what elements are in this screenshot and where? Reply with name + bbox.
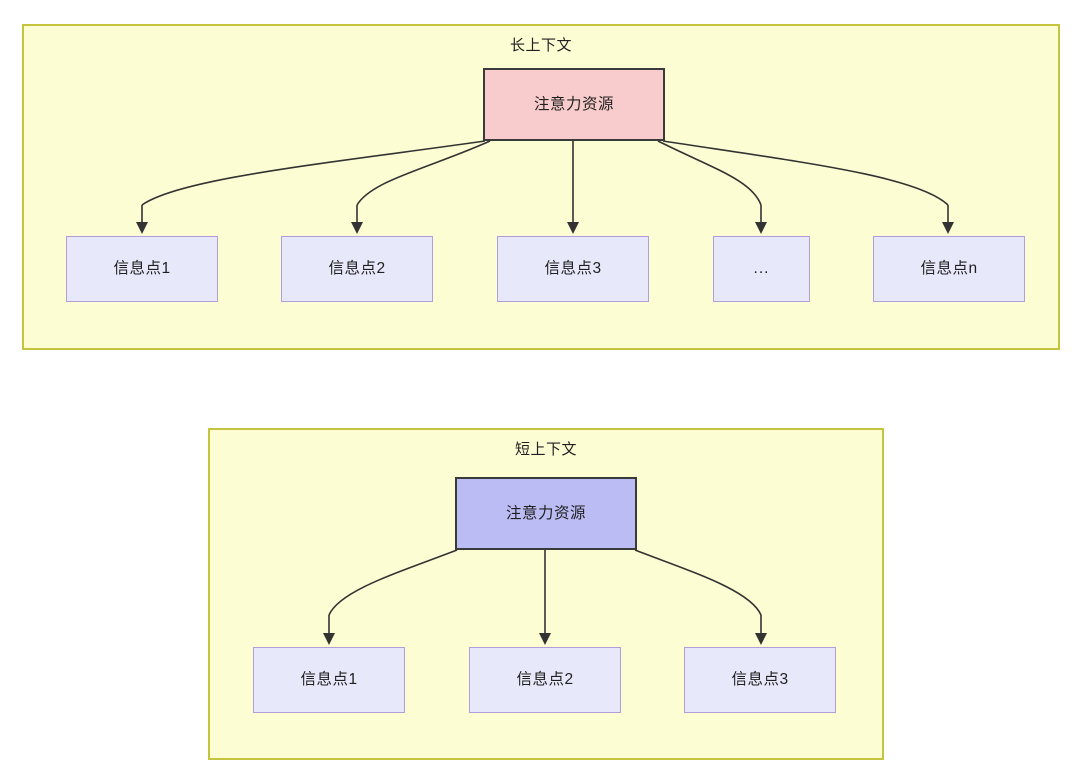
node-label: ... <box>753 260 770 278</box>
node-info-point-long-3[interactable]: 信息点3 <box>497 236 649 302</box>
panel-short-context-title: 短上下文 <box>514 441 577 458</box>
node-info-point-short-2[interactable]: 信息点2 <box>469 647 621 713</box>
node-info-point-long-2[interactable]: 信息点2 <box>281 236 433 302</box>
node-label: 信息点n <box>920 260 978 278</box>
node-label: 信息点3 <box>544 260 602 278</box>
node-label: 注意力资源 <box>505 504 586 522</box>
node-label: 信息点2 <box>328 260 386 278</box>
node-info-point-long-n[interactable]: 信息点n <box>873 236 1025 302</box>
panel-long-context-title: 长上下文 <box>509 37 572 54</box>
node-label: 注意力资源 <box>533 95 614 113</box>
node-label: 信息点1 <box>300 671 358 689</box>
node-info-point-short-3[interactable]: 信息点3 <box>684 647 836 713</box>
node-info-point-short-1[interactable]: 信息点1 <box>253 647 405 713</box>
node-label: 信息点2 <box>516 671 574 689</box>
node-attention-resource-short[interactable]: 注意力资源 <box>455 477 637 550</box>
node-label: 信息点3 <box>731 671 789 689</box>
node-label: 信息点1 <box>113 260 171 278</box>
node-info-point-long-1[interactable]: 信息点1 <box>66 236 218 302</box>
node-info-point-long-ellipsis[interactable]: ... <box>713 236 810 302</box>
node-attention-resource-long[interactable]: 注意力资源 <box>483 68 665 141</box>
